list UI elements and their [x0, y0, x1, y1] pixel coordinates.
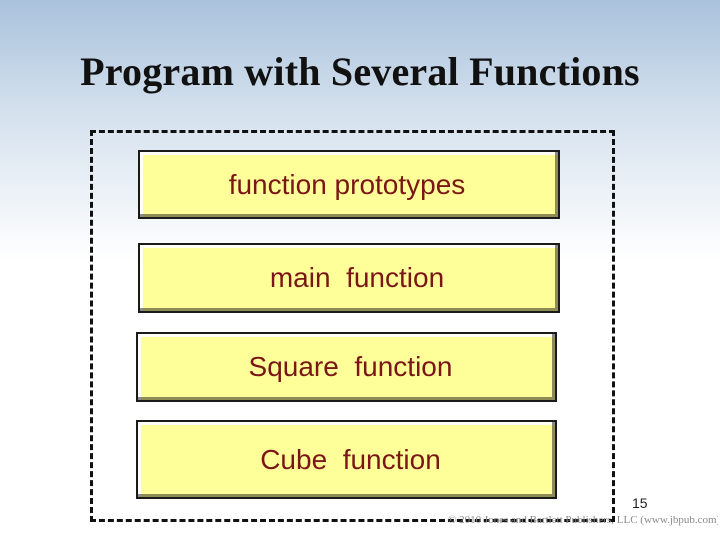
main-function-box: main function: [138, 243, 560, 313]
square-function-label: Square function: [248, 351, 453, 382]
cube-function-box: Cube function: [136, 420, 557, 499]
square-function-box: Square function: [136, 332, 557, 402]
function-prototypes-label: function prototypes: [228, 168, 466, 200]
function-prototypes-box: function prototypes: [138, 150, 560, 219]
main-function-label: main function: [269, 262, 445, 293]
slide-title: Program with Several Functions: [80, 49, 640, 94]
copyright-notice: © 2010 Jones and Bartlett Publishers, LL…: [448, 514, 718, 526]
program-dashed-frame: [90, 130, 615, 522]
cube-function-label: Cube function: [260, 443, 441, 475]
page-number: 15: [632, 495, 648, 511]
